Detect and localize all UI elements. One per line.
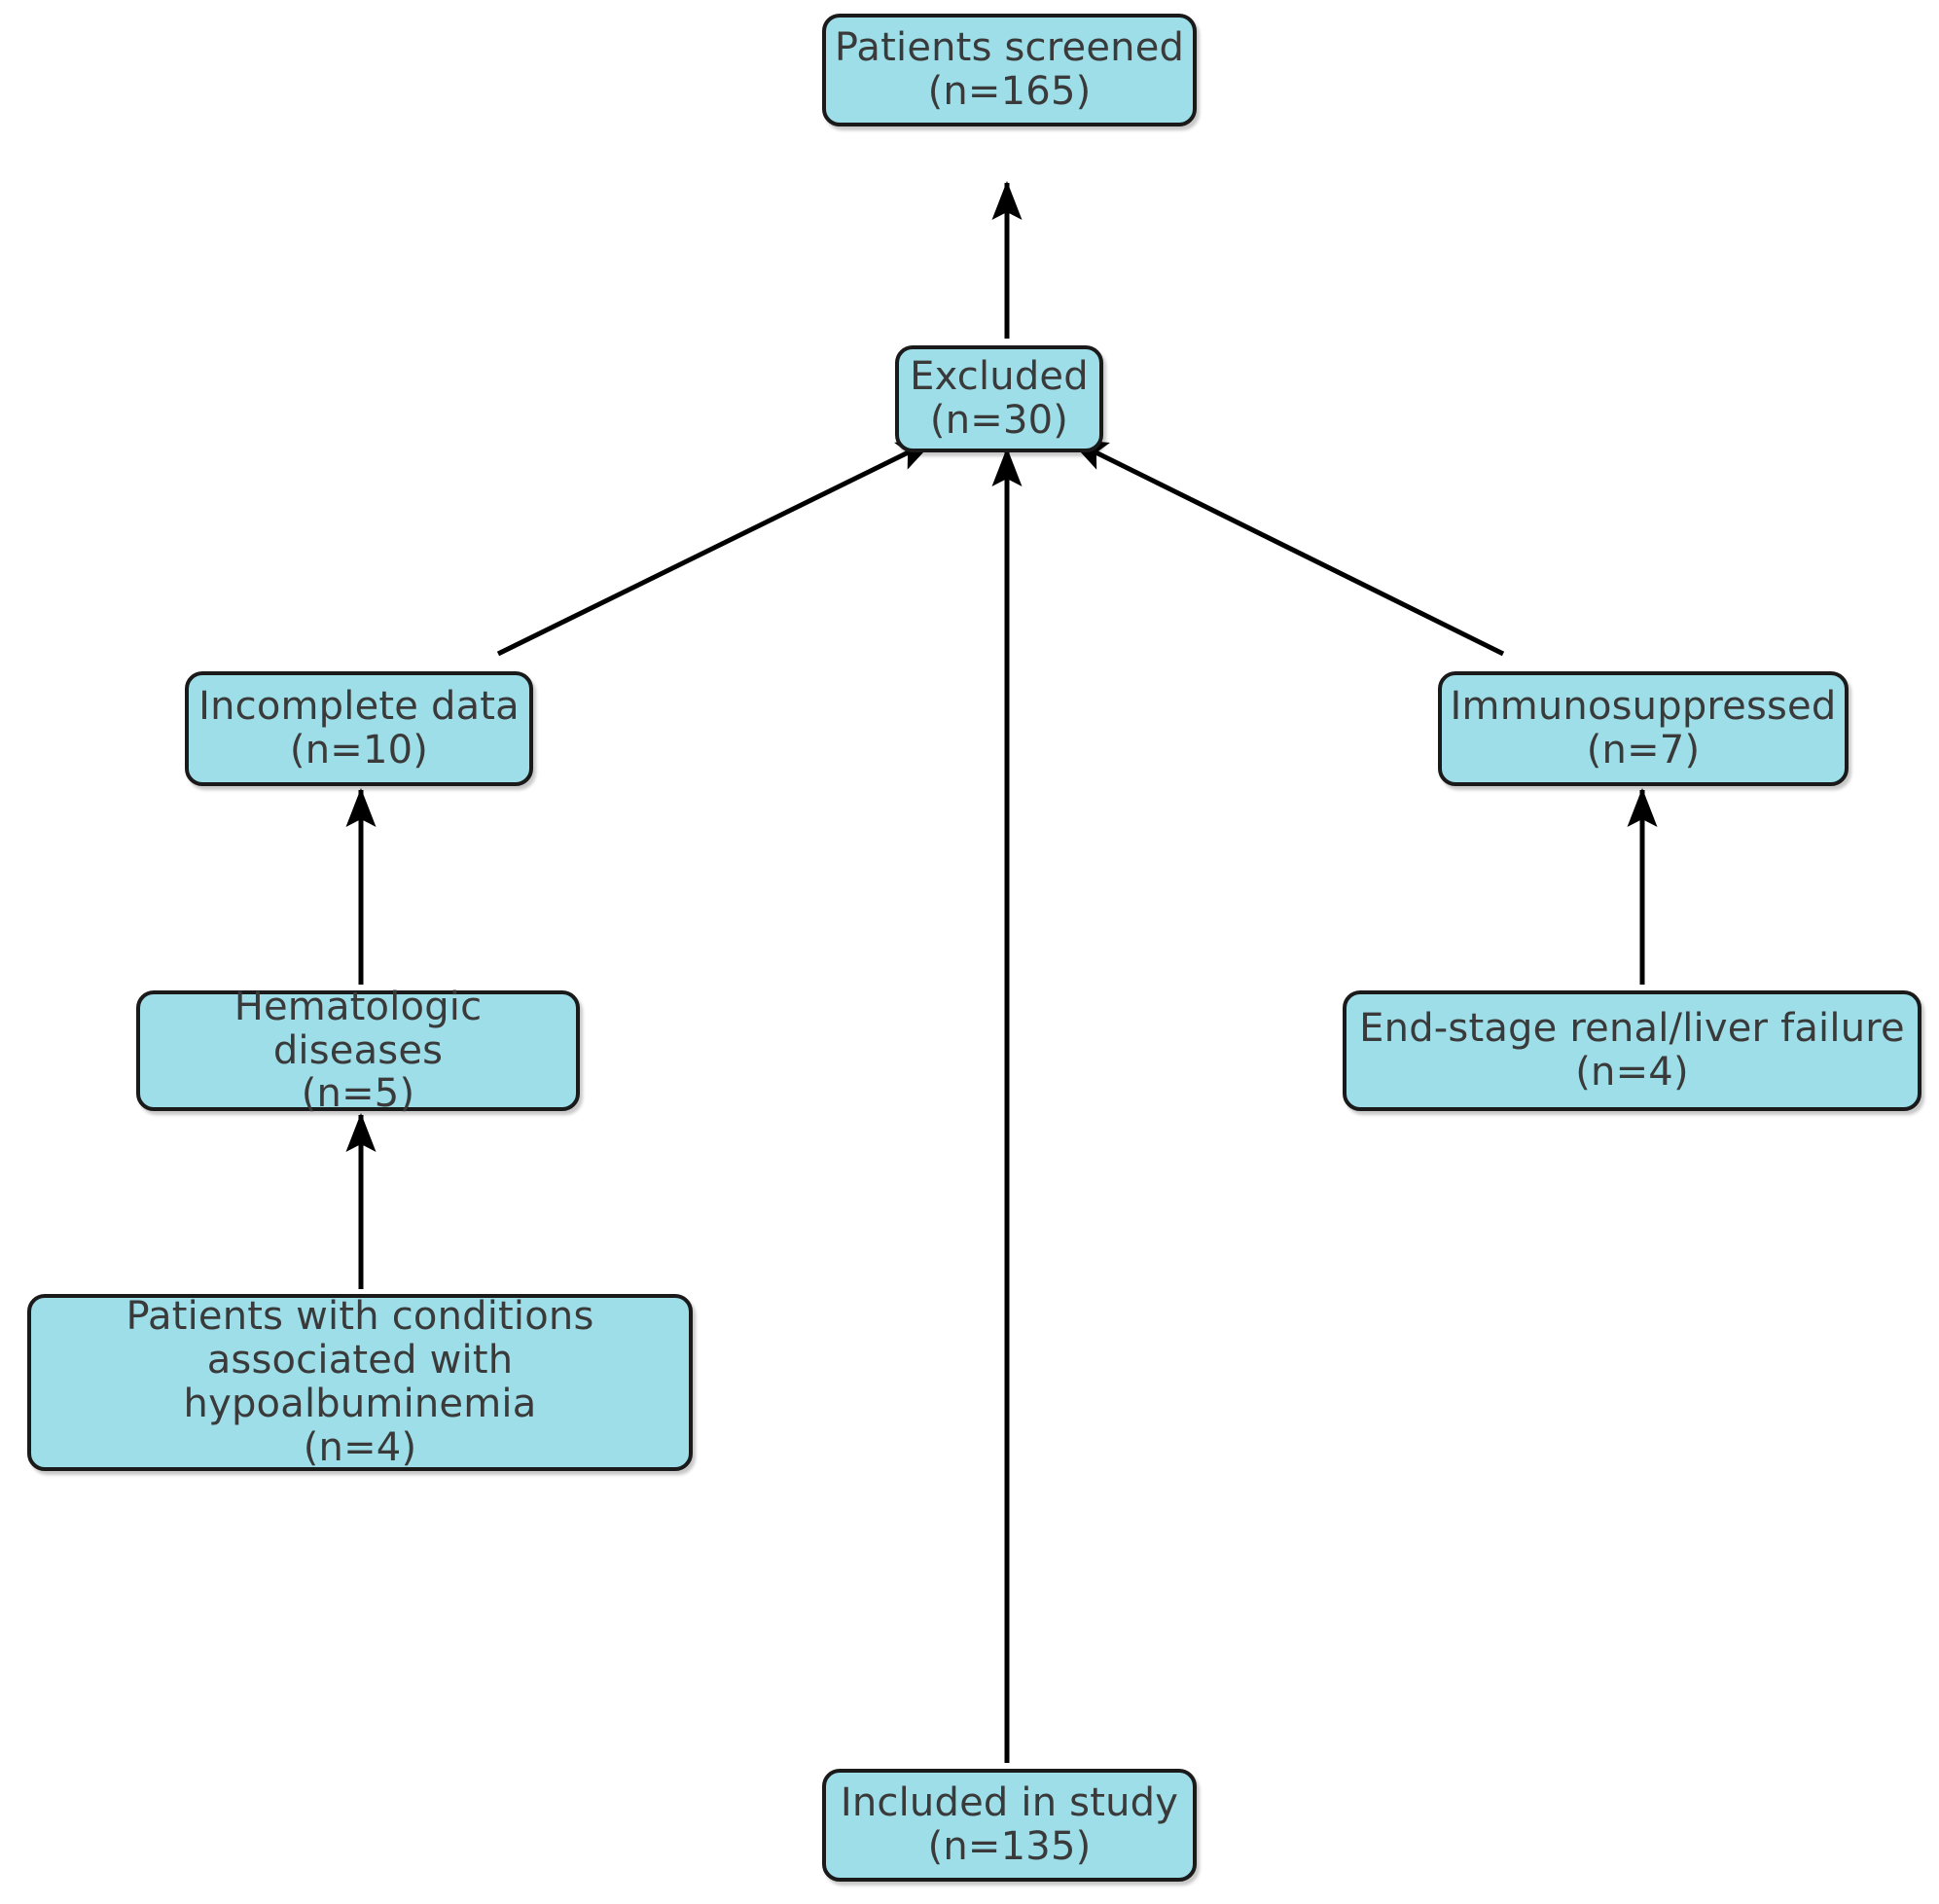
node-incomplete-data[interactable]: Incomplete data (n=10) [185, 671, 533, 786]
node-patients-screened-label: Patients screened (n=165) [834, 25, 1185, 114]
node-patients-with-conditions-hypoalbuminemia-label: Patients with conditions associated with… [126, 1294, 594, 1470]
node-patients-with-conditions-hypoalbuminemia[interactable]: Patients with conditions associated with… [27, 1294, 693, 1471]
node-end-stage-renal-liver-failure[interactable]: End-stage renal/liver failure (n=4) [1343, 990, 1921, 1111]
node-hematologic-diseases-label: Hematologic diseases (n=5) [233, 984, 483, 1117]
node-patients-screened[interactable]: Patients screened (n=165) [822, 14, 1197, 126]
node-end-stage-renal-liver-failure-label: End-stage renal/liver failure (n=4) [1359, 1006, 1905, 1095]
node-incomplete-data-label: Incomplete data (n=10) [198, 684, 520, 772]
node-immunosuppressed-label: Immunosuppressed (n=7) [1450, 684, 1837, 772]
edge-incomplete-to-excluded [496, 437, 936, 657]
node-immunosuppressed[interactable]: Immunosuppressed (n=7) [1438, 671, 1849, 786]
node-included-in-study-label: Included in study (n=135) [840, 1780, 1179, 1869]
node-hematologic-diseases[interactable]: Hematologic diseases (n=5) [136, 985, 580, 1116]
edge-immunosuppressed-to-excluded [1068, 437, 1505, 657]
node-included-in-study[interactable]: Included in study (n=135) [822, 1769, 1197, 1882]
node-excluded[interactable]: Excluded (n=30) [895, 345, 1103, 452]
node-excluded-label: Excluded (n=30) [910, 354, 1089, 443]
